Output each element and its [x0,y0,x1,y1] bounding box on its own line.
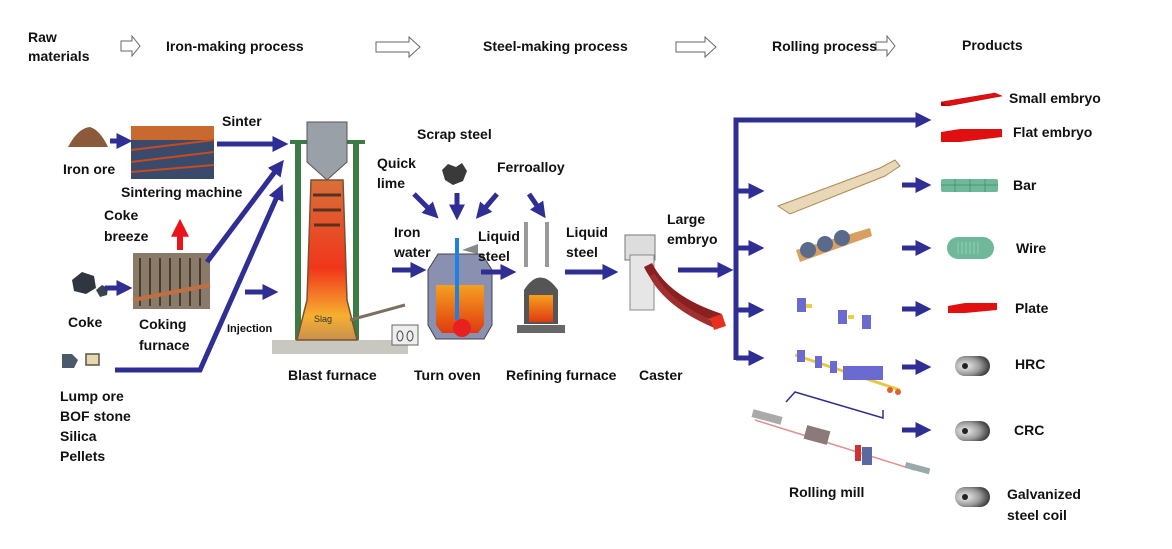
refining-furnace-image [517,222,565,333]
plate-mill-image [797,298,871,329]
stage-steel-making: Steel-making process [483,38,628,54]
lump-materials-list: Lump ore BOF stone Silica Pellets [60,388,131,464]
stage-raw-materials: Raw materials [28,29,90,64]
product-flat-embryo: Flat embryo [1013,124,1093,140]
lump-ore-image [62,353,100,368]
stage-iron-making: Iron-making process [166,38,304,54]
product-crc: CRC [1014,422,1045,438]
arrow-quick-lime [412,192,439,219]
arrow-ferroalloy-refining [526,192,546,219]
wire-icon [947,237,994,259]
coke-label: Coke [68,314,103,330]
stage-products: Products [962,37,1023,53]
wire-mill-image [796,228,872,262]
crc-coil-icon [955,421,990,441]
large-embryo-label: Large embryo [667,211,718,247]
header-arrow-2 [375,35,421,59]
turn-oven-image [427,238,493,340]
iron-ore-image [68,127,108,147]
caster-image [624,234,726,330]
sinter-label: Sinter [222,113,262,129]
flow-arrows [105,111,932,439]
rolling-mill-label: Rolling mill [789,484,865,500]
caster-label: Caster [639,367,683,383]
liquid-steel-label-1: Liquid steel [478,228,520,264]
bar-mill-image [776,159,901,215]
header-arrow-4 [875,34,896,58]
sintering-machine-label: Sintering machine [121,184,243,200]
bar-icon [941,179,998,192]
plate-icon [948,303,997,313]
arrow-ferroalloy-converter [475,192,499,219]
arrow-coke-to-bf [205,159,284,264]
coking-furnace-label: Coking furnace [139,316,190,353]
product-hrc: HRC [1015,356,1046,372]
scrap-steel-label: Scrap steel [417,126,492,142]
flat-embryo-icon [941,129,1002,142]
blast-furnace-image [272,121,408,354]
header-arrow-1 [120,34,141,58]
cold-mill-image [751,409,931,475]
product-small-embryo: Small embryo [1009,90,1101,106]
liquid-steel-label-2: Liquid steel [566,224,608,260]
hot-to-cold-return-arrow [785,391,884,420]
coking-furnace-image [132,253,211,309]
ferroalloy-label: Ferroalloy [497,159,565,175]
galvanized-coil-icon [955,487,990,507]
ladle-cars-image [391,324,419,346]
slag-label: Slag [314,314,332,324]
coke-image [72,272,108,297]
product-plate: Plate [1015,300,1049,316]
product-bar: Bar [1013,177,1037,193]
blast-furnace-label: Blast furnace [288,367,377,383]
hrc-coil-icon [955,356,990,376]
sintering-machine-image [130,126,215,179]
iron-ore-label: Iron ore [63,161,116,177]
hot-strip-mill-image [794,350,901,395]
stage-rolling: Rolling process [772,38,878,54]
iron-water-label: Iron water [394,224,431,260]
small-embryo-icon [940,92,1003,107]
arrow-trunk-to-embryos [733,111,932,360]
header-arrow-3 [675,35,717,59]
injection-label: Injection [227,323,273,335]
coke-breeze-label: Coke breeze [104,207,149,244]
turn-oven-label: Turn oven [414,367,481,383]
product-galvanized-steel-coil: Galvanized steel coil [1007,486,1081,523]
quick-lime-label: Quick lime [377,155,416,191]
arrow-lump-to-bf [115,184,284,373]
scrap-steel-image [442,163,467,185]
refining-furnace-label: Refining furnace [506,367,617,383]
product-wire: Wire [1016,240,1047,256]
